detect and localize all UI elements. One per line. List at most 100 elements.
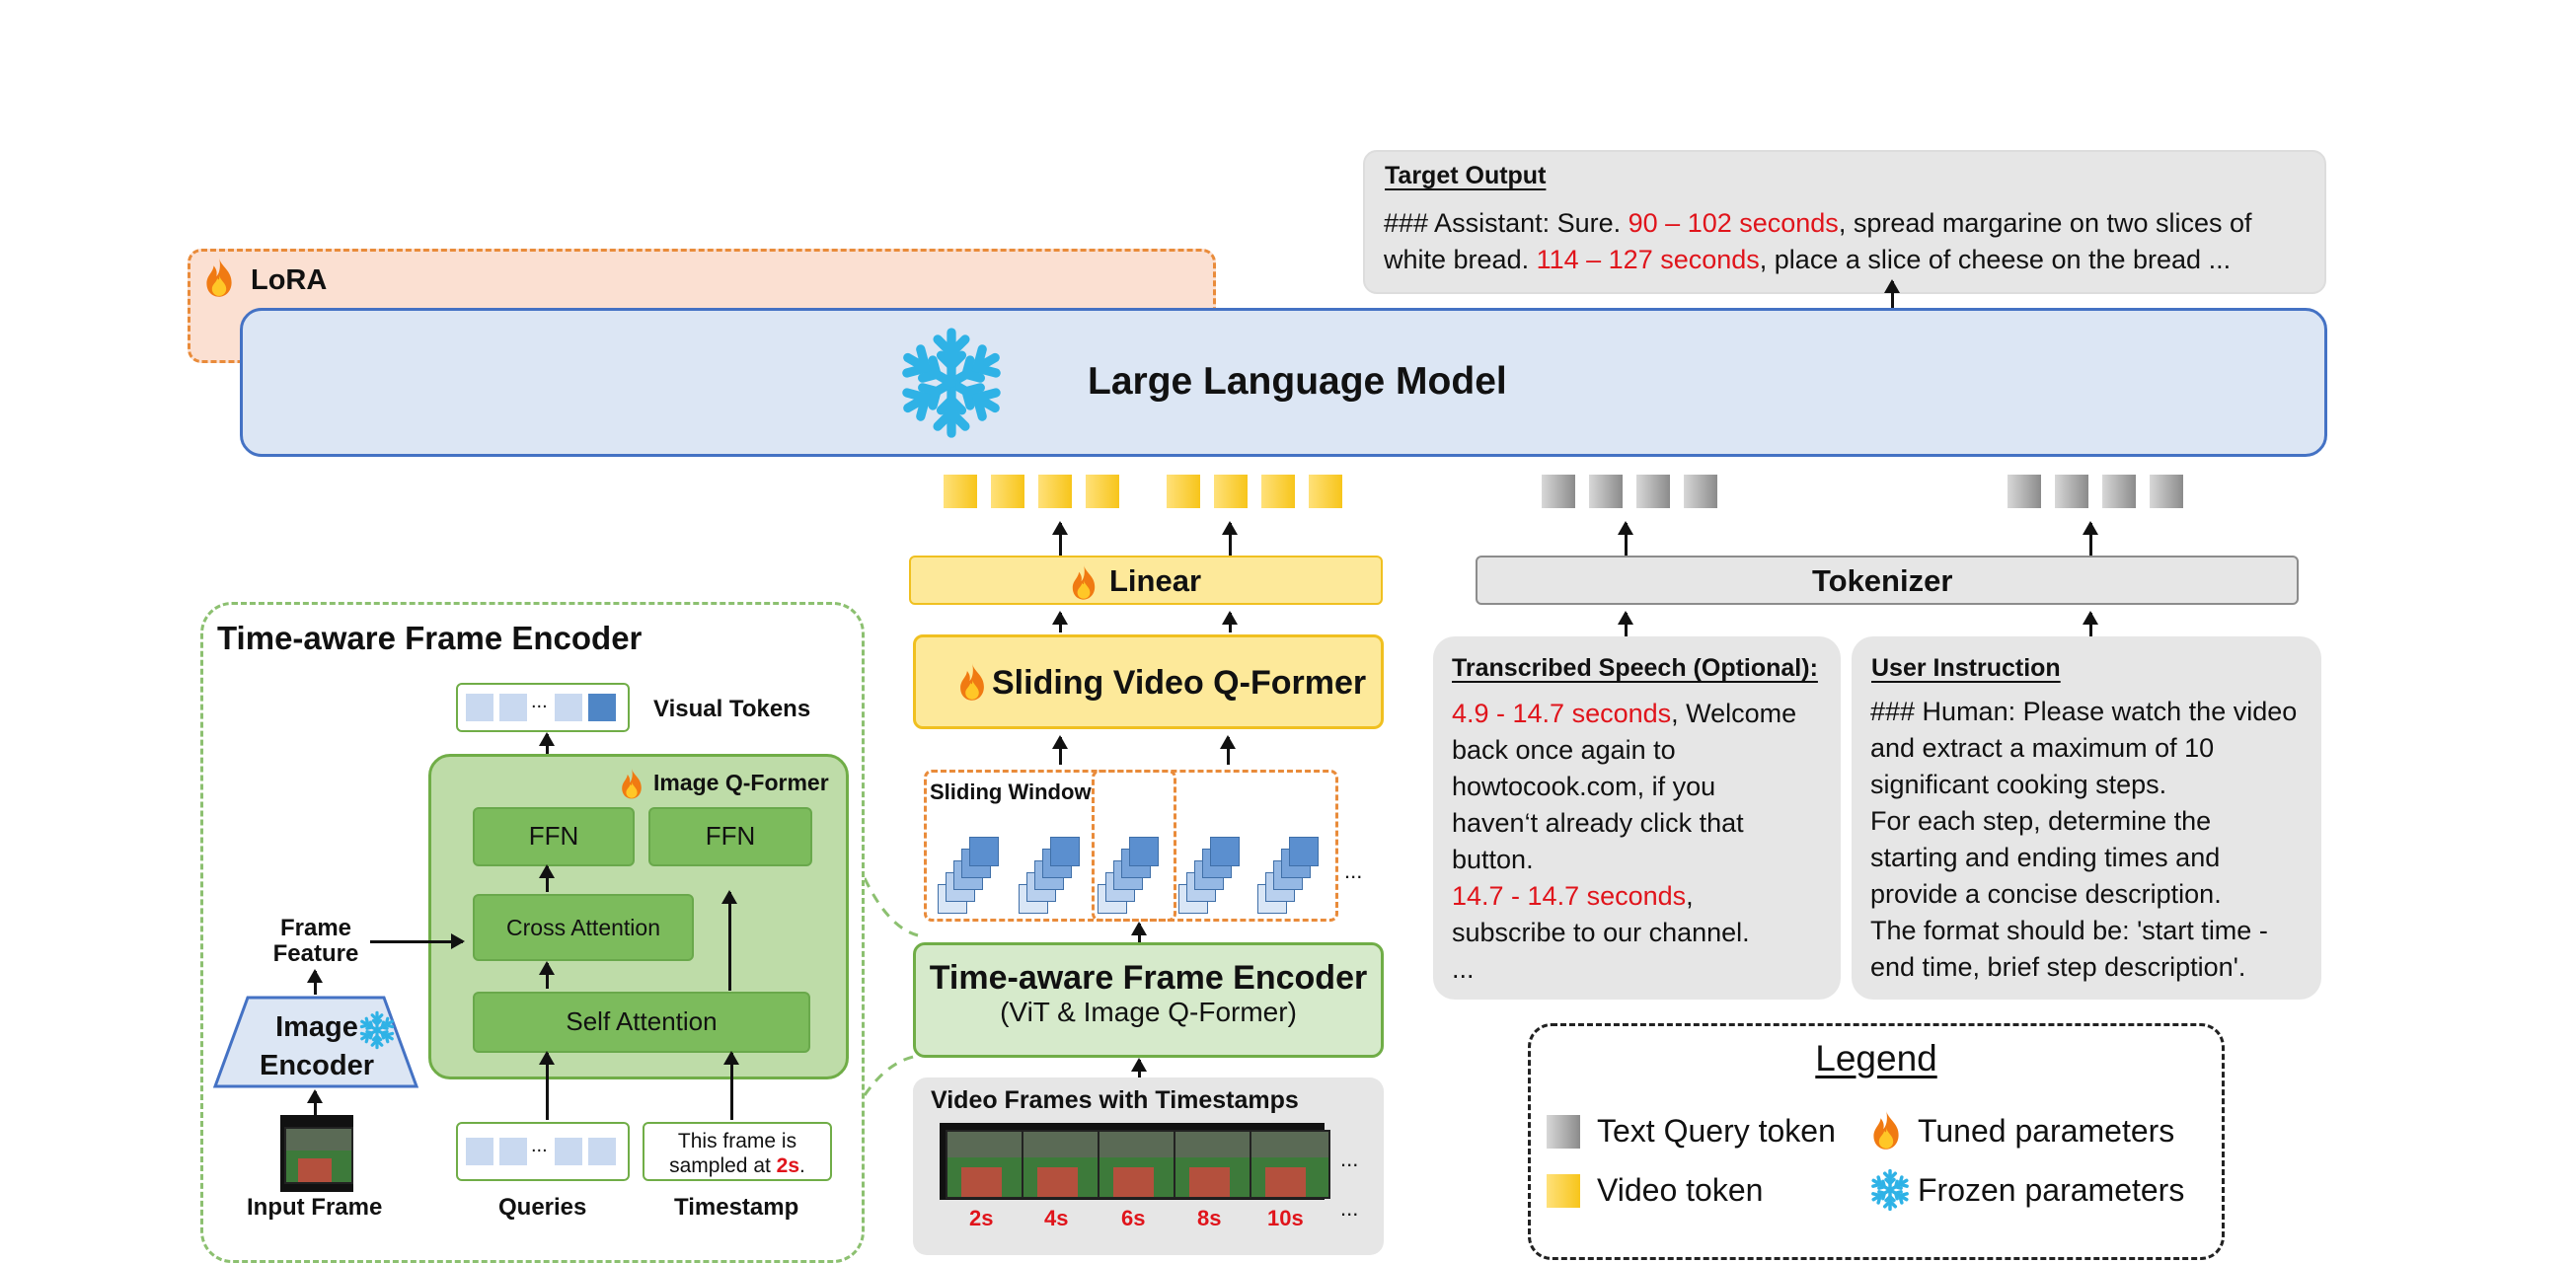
- video-token: [1167, 475, 1200, 508]
- qformer-to-visual-tokens-arrow: [539, 732, 555, 754]
- sliding-window-2: [1092, 770, 1338, 922]
- speech-text1a: , Welcome: [1671, 699, 1797, 728]
- query-token: [466, 1138, 493, 1165]
- llm-label: Large Language Model: [1088, 360, 1507, 403]
- linear-up-arrow-1: [1052, 521, 1068, 557]
- input-frame-image: [284, 1127, 353, 1184]
- tafe-right-title: Time-aware Frame Encoder: [929, 959, 1368, 997]
- text-query-token: [2102, 475, 2136, 508]
- window-up-arrow-2: [1220, 735, 1236, 765]
- self-to-cross-arrow: [539, 961, 555, 989]
- timestamp-label: 2s: [969, 1206, 994, 1230]
- encoder-to-frame-feature-arrow: [307, 969, 323, 995]
- speech-time1: 4.9 - 14.7 seconds: [1452, 699, 1672, 728]
- speech-time2: 14.7 - 14.7 seconds: [1452, 881, 1687, 911]
- legend-video-token-swatch: [1547, 1174, 1580, 1208]
- speech-text3: ...: [1452, 954, 1475, 984]
- visual-token: [555, 694, 582, 721]
- query-token: [588, 1138, 616, 1165]
- timestamp-label: Timestamp: [674, 1194, 799, 1221]
- lora-label: LoRA: [251, 264, 328, 296]
- video-token: [1214, 475, 1248, 508]
- video-frames-ellipsis: ...: [1340, 1147, 1359, 1171]
- video-frame: [1174, 1130, 1254, 1199]
- speech-text: 4.9 - 14.7 seconds, Welcome back once ag…: [1452, 696, 1796, 988]
- timestamp-period: .: [799, 1154, 805, 1177]
- timestamps-ellipsis: ...: [1340, 1196, 1359, 1221]
- tokenizer-up-arrow-1: [1618, 521, 1633, 557]
- sliding-window-1: [924, 770, 1176, 922]
- visual-tokens-ellipsis: ...: [531, 691, 548, 712]
- instruction-to-tokenizer-arrow: [2083, 611, 2098, 637]
- self-to-ffn-right-arrow: [721, 890, 737, 991]
- query-token: [555, 1138, 582, 1165]
- timestamp-label: 10s: [1267, 1206, 1304, 1230]
- window-up-arrow-1: [1052, 735, 1068, 765]
- tokenizer-box: [1476, 556, 2299, 605]
- frame-feature-square: [1129, 837, 1159, 866]
- speech-text1c: howtocook.com, if you: [1452, 772, 1716, 801]
- cross-to-ffn-arrow: [539, 864, 555, 892]
- speech-to-tokenizer-arrow: [1618, 611, 1633, 637]
- fire-icon: [955, 661, 989, 703]
- fire-icon: [201, 255, 237, 300]
- text-query-token: [1636, 475, 1670, 508]
- target-output-box: [1363, 150, 2326, 294]
- visual-tokens-label: Visual Tokens: [653, 696, 811, 722]
- sliding-qformer-box: [913, 634, 1384, 729]
- frame-feature-to-cross-arrow: [370, 933, 465, 949]
- speech-title: Transcribed Speech (Optional):: [1452, 654, 1818, 682]
- timestamp-value: 2s: [776, 1154, 800, 1177]
- llm-box: [240, 308, 2327, 457]
- video-frame: [1250, 1130, 1330, 1199]
- speech-text1d: haven‘t already click that: [1452, 808, 1744, 838]
- tokenizer-label: Tokenizer: [1812, 563, 1953, 598]
- linear-in-arrow-1: [1052, 611, 1068, 632]
- frames-to-encoder-arrow: [1131, 1058, 1147, 1079]
- self-attention-block: Self Attention: [473, 992, 810, 1053]
- instruction-line: end time, brief step description'.: [1870, 952, 2246, 982]
- target-output-text: ### Assistant: Sure. 90 – 102 seconds, s…: [1384, 205, 2252, 278]
- timestamp-box: This frame is sampled at 2s.: [643, 1122, 832, 1181]
- visual-token: [466, 694, 493, 721]
- llm-to-output-arrow: [1884, 279, 1900, 311]
- timestamp-label: 6s: [1121, 1206, 1146, 1230]
- video-token: [1309, 475, 1342, 508]
- target-output-line2-prefix: white bread.: [1384, 245, 1537, 274]
- instruction-line: provide a concise description.: [1870, 879, 2222, 909]
- legend-text-query-label: Text Query token: [1597, 1113, 1836, 1149]
- fire-icon: [1068, 562, 1099, 602]
- speech-text1e: button.: [1452, 845, 1534, 874]
- image-qformer-label: Image Q-Former: [653, 770, 829, 795]
- fire-icon: [618, 766, 645, 801]
- legend-frozen-label: Frozen parameters: [1918, 1172, 2185, 1208]
- text-query-token: [2150, 475, 2183, 508]
- video-token: [944, 475, 977, 508]
- text-query-token: [2008, 475, 2041, 508]
- instruction-line: The format should be: 'start time -: [1870, 916, 2268, 945]
- frame-feature-square: [969, 837, 999, 866]
- input-frame-to-encoder-arrow: [307, 1089, 323, 1115]
- instruction-line: ### Human: Please watch the video: [1870, 697, 2298, 726]
- legend-text-query-swatch: [1547, 1115, 1580, 1149]
- image-encoder-label: Image Encoder: [259, 1011, 375, 1081]
- ffn-left-block: FFN: [473, 807, 635, 866]
- video-frames-title: Video Frames with Timestamps: [931, 1086, 1299, 1114]
- visual-token: [588, 694, 616, 721]
- instruction-line: and extract a maximum of 10: [1870, 733, 2215, 763]
- video-token: [991, 475, 1024, 508]
- target-output-line2-suffix: , place a slice of cheese on the bread .…: [1759, 245, 2232, 274]
- zoom-guide-lines: [863, 877, 919, 1096]
- instruction-box: [1852, 636, 2321, 1000]
- ffn-right-block: FFN: [648, 807, 812, 866]
- speech-box: [1433, 636, 1841, 1000]
- tafe-right-box: [913, 942, 1384, 1058]
- target-output-time1: 90 – 102 seconds: [1628, 208, 1839, 238]
- input-frame-label: Input Frame: [247, 1194, 383, 1221]
- instruction-line: For each step, determine the: [1870, 806, 2212, 836]
- instruction-line: starting and ending times and: [1870, 843, 2221, 872]
- sliding-window-ellipsis: ...: [1344, 858, 1363, 883]
- tafe-detail-title: Time-aware Frame Encoder: [217, 620, 643, 656]
- queries-to-self-attention-arrow: [539, 1051, 555, 1120]
- queries-ellipsis: ...: [531, 1135, 548, 1156]
